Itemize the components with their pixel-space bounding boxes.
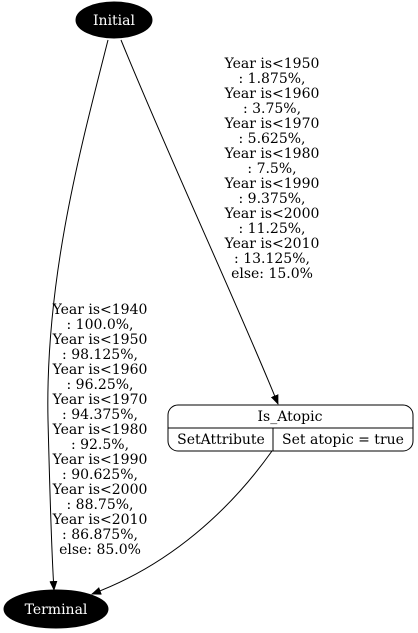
node-is-atopic-action-value: Set atopic = true <box>282 432 404 448</box>
edge-label-line: : 92.5%, <box>71 437 129 453</box>
edge-label-line: : 88.75%, <box>67 497 134 513</box>
edge-label-line: Year is<2000 <box>52 482 148 498</box>
edge-is-atopic-to-terminal <box>91 450 273 595</box>
edge-label-line: Year is<1960 <box>52 362 148 378</box>
edge-label-line: : 11.25%, <box>239 221 306 237</box>
edge-label-line: : 94.375%, <box>62 407 138 423</box>
edge-label-line: : 5.625%, <box>239 131 306 147</box>
edge-label-line: Year is<1950 <box>52 332 148 348</box>
node-is-atopic-title: Is_Atopic <box>258 409 323 425</box>
edge-label-line: Year is<1970 <box>52 392 148 408</box>
edge-label-line: Year is<2010 <box>224 236 320 252</box>
edge-label-line: : 13.125%, <box>234 251 310 267</box>
edge-label-line: Year is<2010 <box>52 512 148 528</box>
edge-label-initial-to-is-atopic: Year is<1950: 1.875%,Year is<1960: 3.75%… <box>224 56 320 282</box>
edge-label-line: : 7.5%, <box>247 161 296 177</box>
node-initial-label: Initial <box>93 13 135 29</box>
edge-label-line: Year is<1980 <box>52 422 148 438</box>
edge-label-line: Year is<1990 <box>52 452 148 468</box>
edge-label-line: : 3.75%, <box>243 101 301 117</box>
edge-label-line: Year is<1950 <box>224 56 320 72</box>
edge-label-line: : 1.875%, <box>239 71 306 87</box>
edge-label-line: Year is<1960 <box>224 86 320 102</box>
node-initial-shape <box>75 1 153 39</box>
edge-label-line: Year is<2000 <box>224 206 320 222</box>
node-terminal-shape <box>3 589 109 629</box>
edge-initial-to-terminal <box>47 39 109 591</box>
edge-label-line: : 9.375%, <box>239 191 306 207</box>
edge-label-line: : 86.875%, <box>62 527 138 543</box>
node-is-atopic-action-type: SetAttribute <box>177 432 265 448</box>
node-initial[interactable]: Initial <box>75 1 153 39</box>
node-terminal-label: Terminal <box>25 602 88 618</box>
edge-label-line: else: 15.0% <box>231 266 313 282</box>
edge-initial-to-is-atopic <box>120 39 279 405</box>
node-is-atopic[interactable]: Is_Atopic SetAttribute Set atopic = true <box>167 404 414 452</box>
edge-label-line: Year is<1940 <box>52 302 148 318</box>
edge-label-line: : 90.625%, <box>62 467 138 483</box>
edge-label-line: : 98.125%, <box>62 347 138 363</box>
edge-label-line: Year is<1980 <box>224 146 320 162</box>
edge-label-line: : 100.0%, <box>67 317 134 333</box>
edge-label-initial-to-terminal: Year is<1940: 100.0%,Year is<1950: 98.12… <box>52 302 148 558</box>
edge-label-line: else: 85.0% <box>59 542 141 558</box>
edge-label-line: Year is<1990 <box>224 176 320 192</box>
edge-label-line: Year is<1970 <box>224 116 320 132</box>
edge-label-line: : 96.25%, <box>67 377 134 393</box>
node-terminal[interactable]: Terminal <box>3 589 109 629</box>
